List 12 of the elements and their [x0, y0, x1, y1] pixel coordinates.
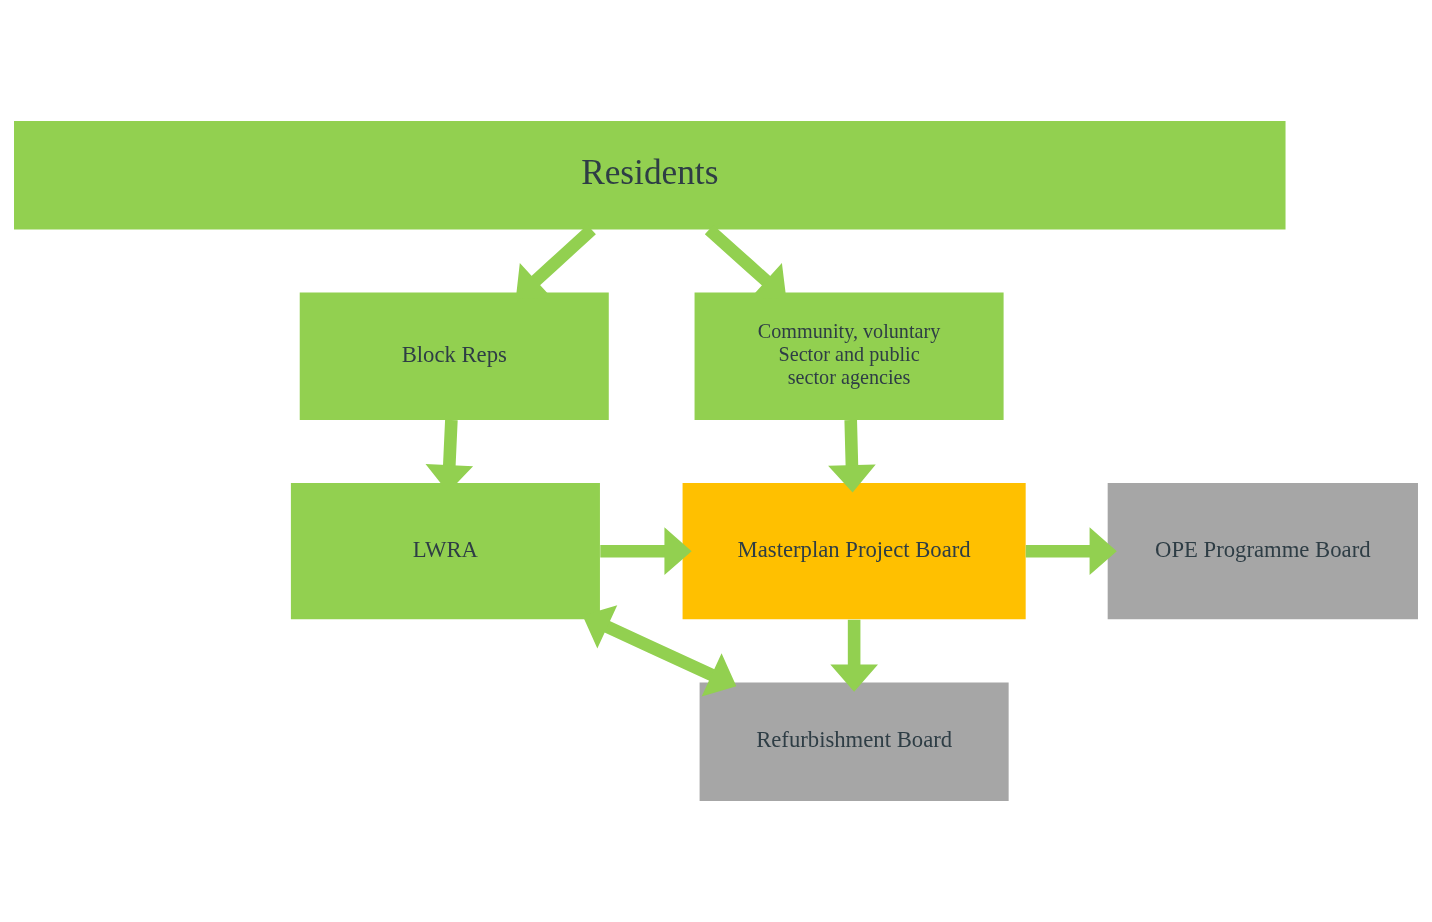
node-box: Residents: [14, 121, 1286, 230]
arrow: [828, 419, 876, 493]
arrow: [582, 605, 737, 697]
node-box: Masterplan Project Board: [682, 483, 1026, 620]
node-box: Block Reps: [299, 292, 609, 420]
node-box: OPE Programme Board: [1107, 483, 1418, 620]
arrow: [1025, 527, 1117, 575]
node-box: Refurbishment Board: [699, 682, 1009, 801]
arrow: [830, 619, 878, 692]
node-box: Community, voluntary Sector and public sector agencies: [694, 292, 1004, 420]
node-box: LWRA: [290, 483, 600, 620]
arrow: [600, 527, 692, 575]
